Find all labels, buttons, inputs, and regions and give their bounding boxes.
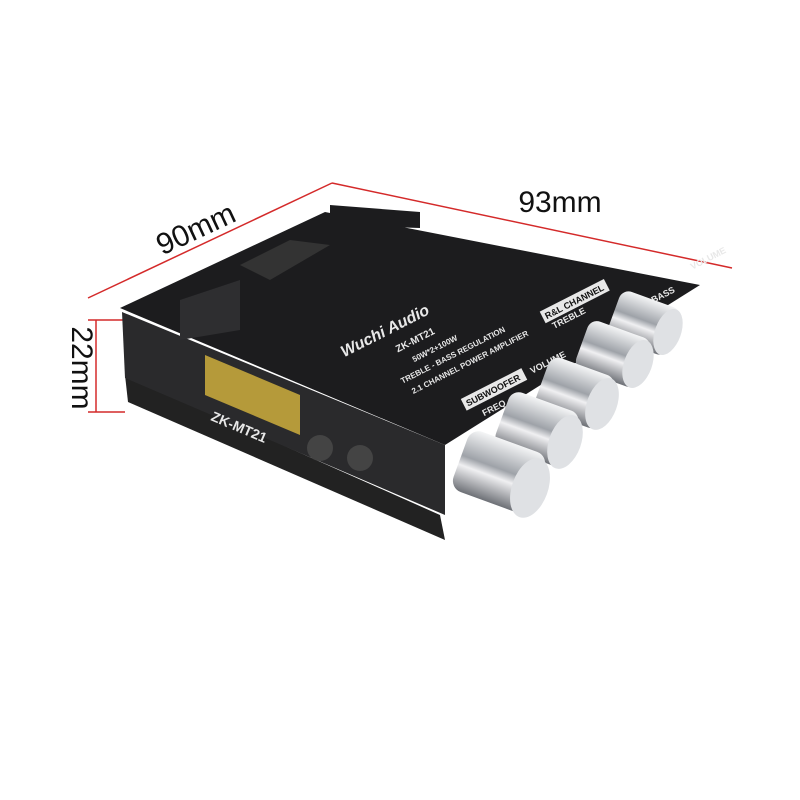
length-dimension-label: 93mm — [518, 186, 601, 219]
amplifier-board — [120, 205, 700, 540]
knob-freq[interactable] — [450, 428, 558, 523]
main-volume-label: VOLUME — [689, 245, 728, 271]
subwoofer-badge — [460, 368, 528, 411]
capacitor — [307, 435, 333, 461]
dimension-lines — [87, 182, 733, 413]
width-dimension-label: 90mm — [151, 197, 240, 262]
rl-channel-badge — [539, 278, 610, 324]
inductor — [205, 355, 300, 435]
height-dimension-label: 22mm — [65, 326, 98, 409]
capacitor — [347, 445, 373, 471]
